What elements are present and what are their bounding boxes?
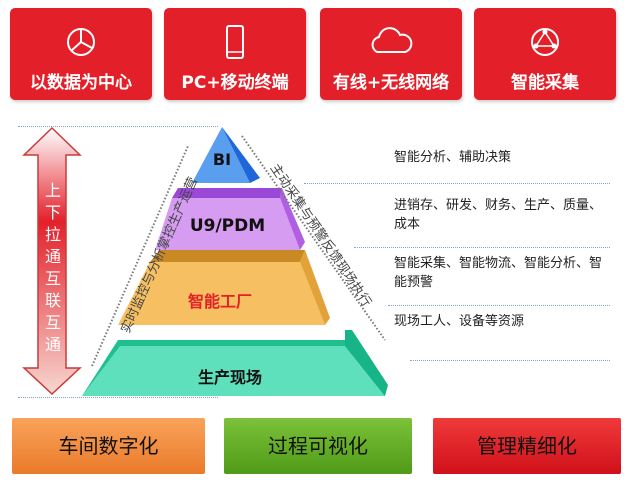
double-arrow-icon (22, 126, 82, 396)
divider (410, 360, 610, 361)
pie-chart-icon (67, 28, 95, 56)
divider (388, 305, 610, 306)
card-label: 以数据为中心 (30, 73, 132, 93)
mobile-phone-icon (226, 25, 244, 59)
card-pc-mobile: PC+移动终端 (164, 8, 306, 100)
desc-bi: 智能分析、辅助决策 (394, 150, 512, 165)
network-globe-icon (531, 28, 559, 56)
card-label: 有线+无线网络 (332, 73, 450, 93)
desc-u9: 进销存、研发、财务、生产、质量、成本 (394, 198, 603, 232)
arrow-text: 上下拉通互联互通 (44, 181, 61, 354)
card-smart-collect: 智能采集 (474, 8, 616, 100)
card-label: PC+移动终端 (181, 73, 289, 93)
layer-production (82, 346, 385, 396)
bar-management-refine: 管理精细化 (433, 418, 621, 474)
bar-workshop-digital: 车间数字化 (12, 418, 205, 474)
desc-production: 现场工人、设备等资源 (394, 314, 525, 329)
bar-process-visual: 过程可视化 (224, 418, 412, 474)
layer-factory-label: 智能工厂 (187, 292, 252, 311)
layer-u9 (155, 198, 300, 250)
layer-bi (192, 127, 250, 183)
layer-production-label: 生产现场 (197, 368, 262, 387)
card-data-center: 以数据为中心 (10, 8, 152, 100)
divider (304, 183, 610, 184)
layer-bi-label: BI (212, 150, 232, 169)
layer-u9-label: U9/PDM (189, 216, 266, 236)
card-label: 智能采集 (511, 73, 579, 93)
layer-factory (118, 262, 325, 325)
divider (354, 247, 610, 248)
divider (18, 397, 218, 398)
divider (18, 126, 218, 127)
cloud-icon (371, 27, 413, 53)
card-network: 有线+无线网络 (320, 8, 462, 100)
desc-factory: 智能采集、智能物流、智能分析、智能预警 (394, 256, 603, 290)
